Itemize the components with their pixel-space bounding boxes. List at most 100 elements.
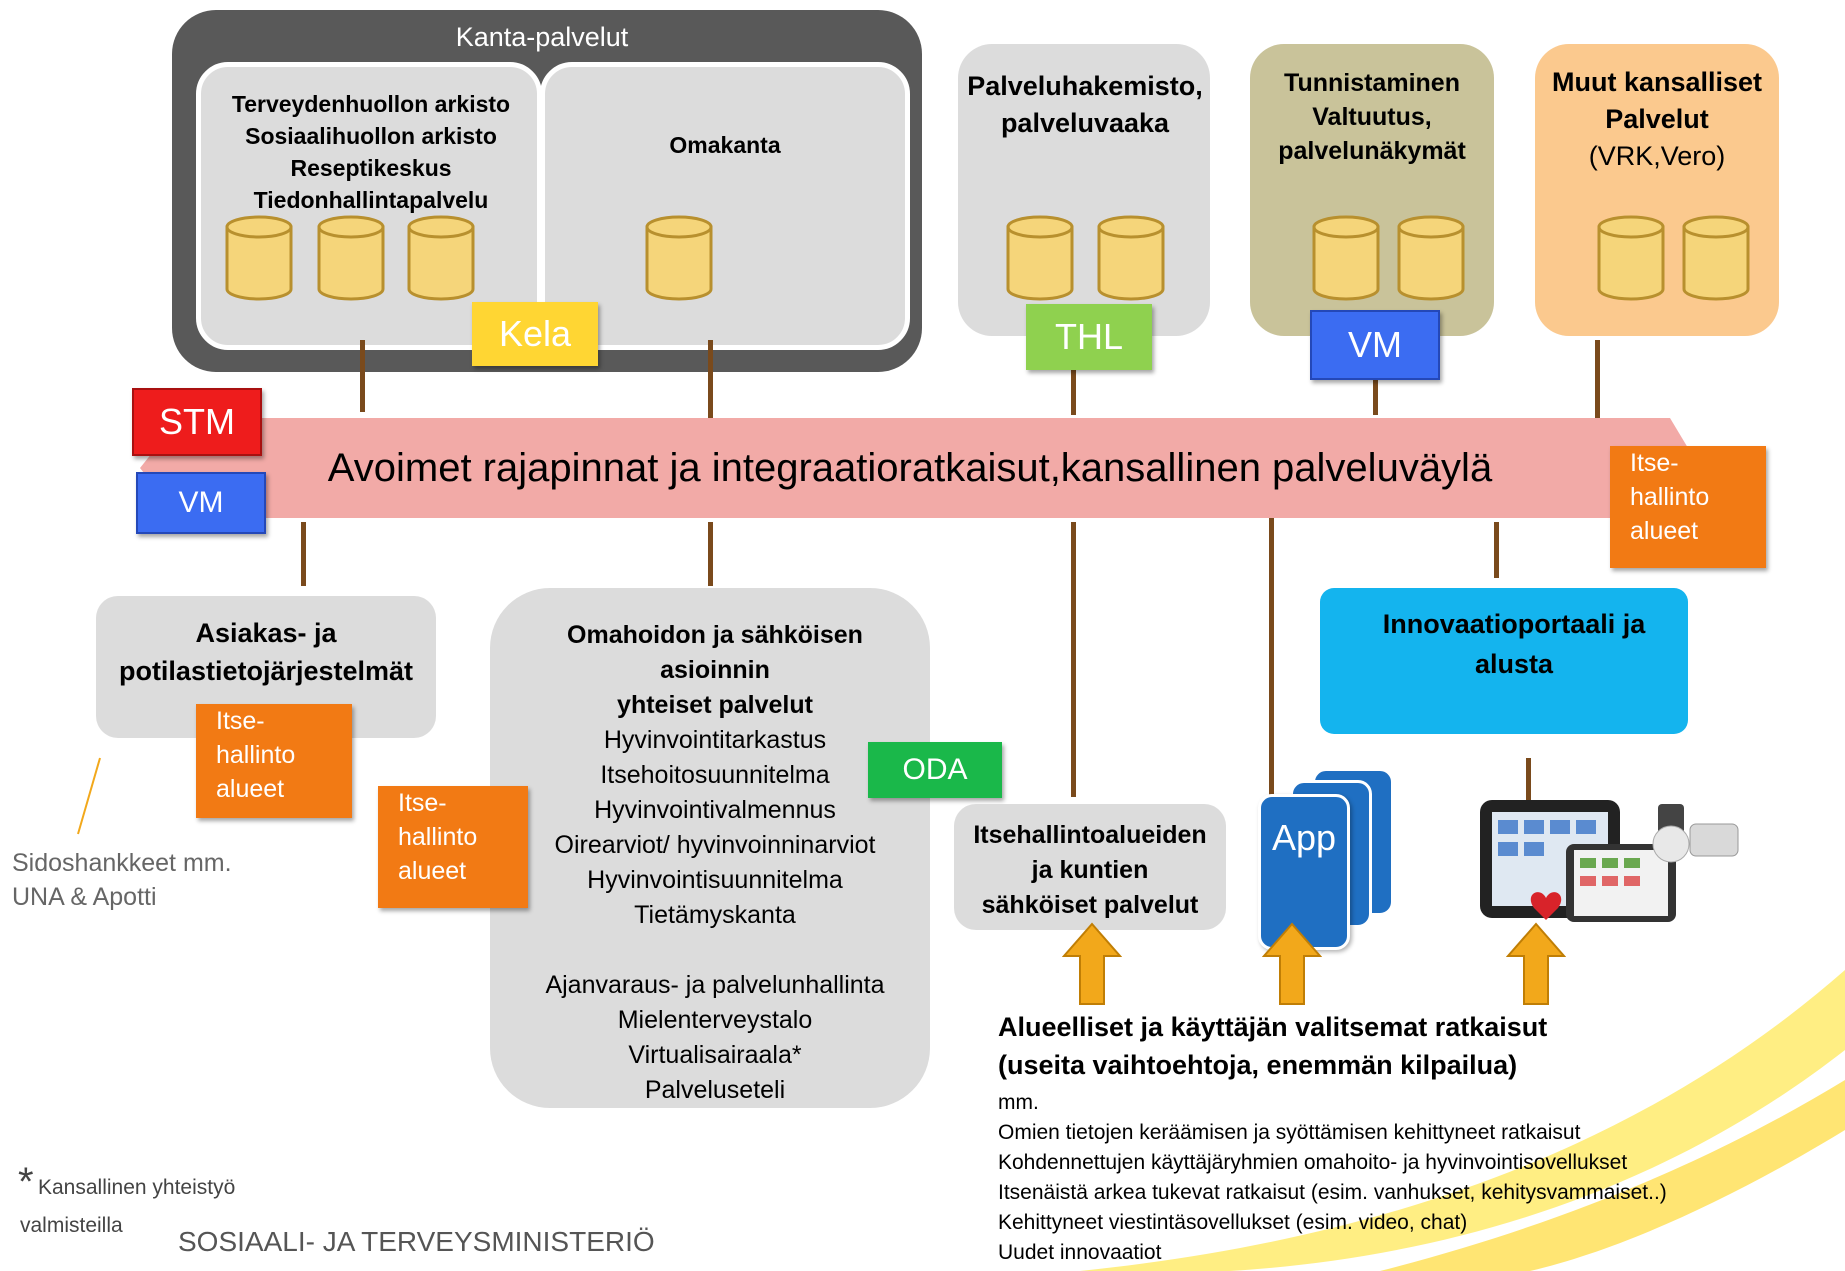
palveluhakemisto-line: palveluvaaka xyxy=(1000,108,1170,138)
muut-sub: (VRK,Vero) xyxy=(1588,141,1726,171)
app-card-front: App xyxy=(1258,794,1350,950)
decorative-swoosh xyxy=(1080,970,1845,1271)
sidoshankkeet-line: Sidoshankkeet mm. xyxy=(12,849,232,877)
database-icon xyxy=(407,215,475,301)
itsehallinto-line: hallinto xyxy=(1630,483,1710,511)
oda-tag: ODA xyxy=(868,742,1002,798)
connector-line xyxy=(1373,370,1378,415)
omahoito-text: Omahoidon ja sähköisen asioinnin yhteise… xyxy=(470,618,960,1108)
connector-line xyxy=(360,340,365,412)
itsehallinto-tag-bus: Itse- hallinto alueet xyxy=(1610,446,1766,568)
omahoito-bold-line: asioinnin xyxy=(660,656,770,684)
up-arrow-icon xyxy=(1262,922,1322,1005)
itsehallinto-services-line: ja kuntien xyxy=(1031,856,1149,884)
connector-line xyxy=(1595,340,1600,426)
itsehallinto-line: alueet xyxy=(1630,517,1699,545)
connector-line xyxy=(1071,370,1076,415)
kanta-line: Terveydenhuollon arkisto xyxy=(231,91,511,117)
itsehallinto-tag-omahoito: Itse- hallinto alueet xyxy=(378,786,528,908)
connector-line xyxy=(301,522,306,586)
solutions-title-line: (useita vaihtoehtoja, enemmän kilpailua) xyxy=(998,1050,1518,1080)
omakanta-box xyxy=(540,62,910,350)
footnote-line1: Kansallinen yhteistyö xyxy=(38,1176,236,1199)
asiakas-text: Asiakas- ja potilastietojärjestelmät xyxy=(76,614,456,690)
database-icon xyxy=(1682,215,1750,301)
database-icon xyxy=(1312,215,1380,301)
omahoito-line: Itsehoitosuunnitelma xyxy=(600,761,830,789)
sidoshankkeet-text: Sidoshankkeet mm. UNA & Apotti xyxy=(12,846,232,914)
thl-tag: THL xyxy=(1026,304,1152,370)
stm-tag: STM xyxy=(132,388,262,456)
omahoito-line: Hyvinvointisuunnitelma xyxy=(587,866,843,894)
ministry-logo-text: SOSIAALI- JA TERVEYSMINISTERIÖ xyxy=(178,1226,655,1257)
bus-label: Avoimet rajapinnat ja integraatioratkais… xyxy=(327,446,1493,490)
database-icon xyxy=(645,215,713,301)
kanta-line: Reseptikeskus xyxy=(290,155,452,181)
solutions-list: mm. Omien tietojen keräämisen ja syöttäm… xyxy=(998,1088,1667,1268)
sidoshankkeet-line: UNA & Apotti xyxy=(12,883,157,911)
solutions-title-line: Alueelliset ja käyttäjän valitsemat ratk… xyxy=(998,1012,1548,1042)
sidoshankkeet-pointer xyxy=(77,757,101,835)
omahoito-line: Oirearviot/ hyvinvoinninarviot xyxy=(554,831,876,859)
innovaatio-line: Innovaatioportaali ja xyxy=(1382,609,1646,639)
connector-line xyxy=(1494,522,1499,578)
app-label: App xyxy=(1271,817,1337,858)
palveluhakemisto-line: Palveluhakemisto, xyxy=(967,71,1203,101)
itsehallinto-services-line: Itsehallintoalueiden xyxy=(973,821,1207,849)
bus-arrow-shape xyxy=(140,418,1700,518)
up-arrow-icon xyxy=(1506,922,1566,1005)
omahoito-line: Virtualisairaala* xyxy=(628,1041,802,1069)
solutions-title: Alueelliset ja käyttäjän valitsemat ratk… xyxy=(998,1008,1547,1084)
itsehallinto-services-box xyxy=(954,804,1226,930)
palveluhakemisto-text: Palveluhakemisto, palveluvaaka xyxy=(945,68,1225,142)
itsehallinto-line: Itse- xyxy=(1630,449,1679,477)
itsehallinto-line: alueet xyxy=(216,775,285,803)
itsehallinto-line: hallinto xyxy=(398,823,478,851)
omahoito-line: Hyvinvointivalmennus xyxy=(594,796,836,824)
kela-tag: Kela xyxy=(472,302,598,366)
solutions-line: Kehittyneet viestintäsovellukset (esim. … xyxy=(998,1211,1468,1234)
database-icon-group xyxy=(225,215,1750,301)
innovaatio-box xyxy=(1320,588,1688,734)
omahoito-box xyxy=(490,588,930,1108)
database-icon xyxy=(1597,215,1665,301)
devices-illustration xyxy=(1480,800,1739,922)
itsehallinto-line: Itse- xyxy=(216,707,265,735)
database-icon xyxy=(225,215,293,301)
itsehallinto-services-line: sähköiset palvelut xyxy=(981,891,1199,919)
footnote-line2: valmisteilla xyxy=(20,1214,123,1237)
solutions-line: Omien tietojen keräämisen ja syöttämisen… xyxy=(998,1121,1581,1144)
omahoito-line: Mielenterveystalo xyxy=(617,1006,813,1034)
omahoito-line: Hyvinvointitarkastus xyxy=(603,726,827,754)
asiakas-line: potilastietojärjestelmät xyxy=(118,656,414,686)
database-icon xyxy=(1397,215,1465,301)
innovaatio-text: Innovaatioportaali ja alusta xyxy=(1320,604,1708,684)
muut-line: Palvelut xyxy=(1605,104,1709,134)
itsehallinto-line: alueet xyxy=(398,857,467,885)
tunnistaminen-line: palvelunäkymät xyxy=(1278,137,1466,165)
omakanta-title: Omakanta xyxy=(669,132,781,158)
database-icons xyxy=(225,215,1750,301)
itsehallinto-services-text: Itsehallintoalueiden ja kuntien sähköise… xyxy=(944,818,1236,923)
solutions-line: Uudet innovaatiot xyxy=(998,1241,1162,1264)
muut-line: Muut kansalliset xyxy=(1551,67,1763,97)
itsehallinto-line: hallinto xyxy=(216,741,296,769)
omahoito-line: Tietämyskanta xyxy=(634,901,796,929)
omahoito-bold-line: Omahoidon ja sähköisen xyxy=(567,621,863,649)
asiakas-line: Asiakas- ja xyxy=(195,618,337,648)
palveluhakemisto-box xyxy=(958,44,1210,336)
footnote-star: * xyxy=(18,1160,34,1204)
omahoito-line: Palveluseteli xyxy=(644,1076,786,1104)
solutions-line: Kohdennettujen käyttäjäryhmien omahoito-… xyxy=(998,1151,1628,1174)
database-icon xyxy=(317,215,385,301)
kanta-title: Kanta-palvelut xyxy=(455,22,629,52)
connector-line xyxy=(708,340,713,426)
kanta-line: Tiedonhallintapalvelu xyxy=(253,187,489,213)
solutions-line: mm. xyxy=(998,1091,1039,1114)
omahoito-line: Ajanvaraus- ja palvelunhallinta xyxy=(545,971,885,999)
tunnistaminen-line: Valtuutus, xyxy=(1312,103,1432,131)
itsehallinto-tag-asiakas: Itse- hallinto alueet xyxy=(196,704,352,818)
itsehallinto-line: Itse- xyxy=(398,789,447,817)
vm-tag-top: VM xyxy=(1310,310,1440,380)
database-icon xyxy=(1097,215,1165,301)
